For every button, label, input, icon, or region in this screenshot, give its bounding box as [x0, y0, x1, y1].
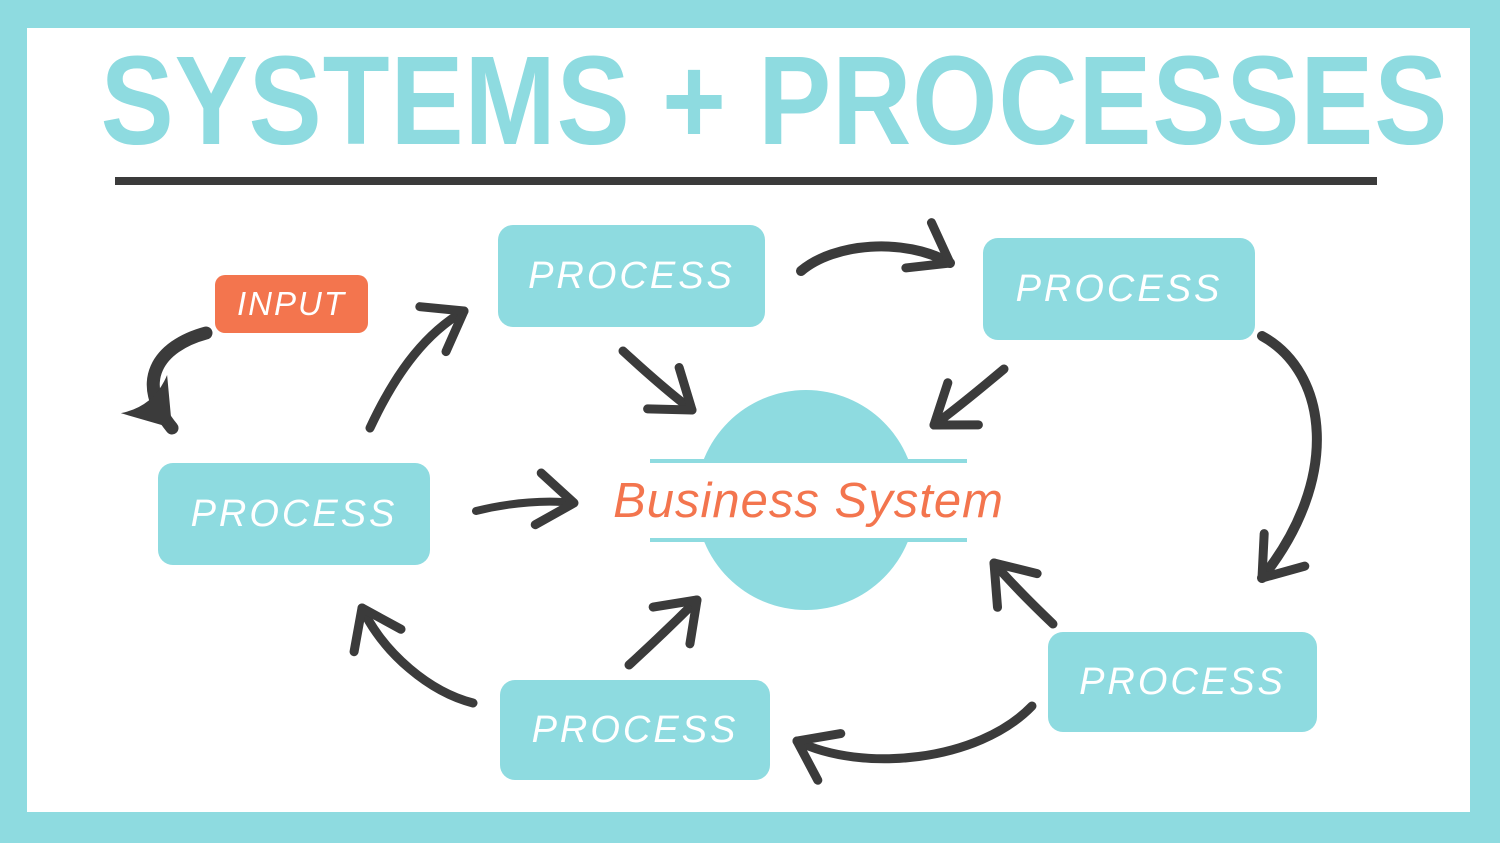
- input-box: INPUT: [215, 275, 368, 333]
- process-label-bottom-right: PROCESS: [1079, 660, 1286, 703]
- process-box-top-right: PROCESS: [983, 238, 1255, 340]
- process-box-bottom-right: PROCESS: [1048, 632, 1317, 732]
- process-label-top-right: PROCESS: [1015, 267, 1223, 310]
- business-system-band: Business System: [613, 459, 1003, 542]
- page-title: SYSTEMS + PROCESSES: [0, 38, 1500, 164]
- input-label: INPUT: [237, 285, 346, 322]
- title-underline: [115, 177, 1377, 185]
- page-title-text: SYSTEMS + PROCESSES: [100, 30, 1449, 171]
- process-label-left: PROCESS: [190, 492, 398, 535]
- process-label-top-middle: PROCESS: [528, 254, 735, 297]
- process-box-left: PROCESS: [158, 463, 430, 565]
- process-box-bottom-middle: PROCESS: [500, 680, 770, 780]
- process-label-bottom-middle: PROCESS: [531, 708, 739, 751]
- business-system-label: Business System: [613, 473, 1004, 528]
- process-box-top-middle: PROCESS: [498, 225, 765, 327]
